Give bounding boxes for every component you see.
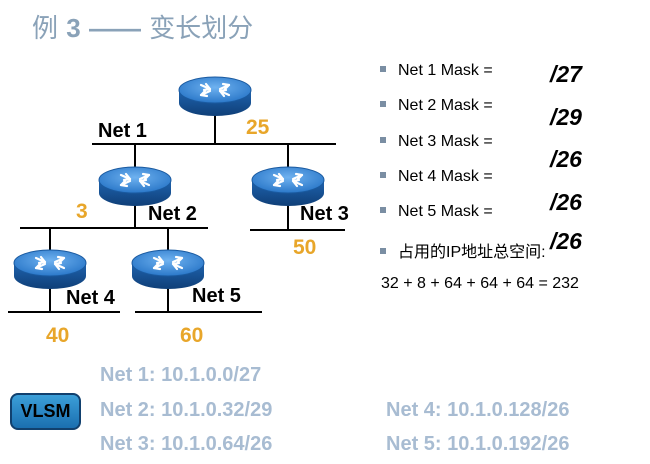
mask-label: Net 5 Mask = xyxy=(398,203,493,220)
assignment-address: 10.1.0.0/27 xyxy=(161,364,262,386)
mask-item-net5: Net 5 Mask = xyxy=(380,203,493,221)
router-icon xyxy=(250,165,326,208)
bullet-icon xyxy=(380,171,386,178)
mask-value-net2: /29 xyxy=(550,104,582,130)
router-icon xyxy=(130,248,206,291)
assignment-address: 10.1.0.64/26 xyxy=(161,433,273,455)
bullet-icon xyxy=(380,247,386,254)
mask-label: Net 1 Mask = xyxy=(398,62,493,79)
net1-hosts: 25 xyxy=(246,116,270,139)
assignment-net1: Net 1: 10.1.0.0/27 xyxy=(100,364,261,387)
total-space-label: 占用的IP地址总空间: xyxy=(398,244,546,261)
title-prefix: 例 xyxy=(32,14,59,44)
router-icon xyxy=(177,75,253,118)
assignment-net-label: Net 3: xyxy=(100,433,156,455)
mask-label: Net 2 Mask = xyxy=(398,97,493,114)
assignment-address: 10.1.0.192/26 xyxy=(447,433,570,455)
router-icon xyxy=(12,248,88,291)
mask-value-net4: /26 xyxy=(550,189,582,215)
net5-label: Net 5 xyxy=(192,285,241,307)
mask-value-net1: /27 xyxy=(550,61,582,87)
assignment-net-label: Net 4: xyxy=(386,399,442,421)
bullet-icon xyxy=(380,100,386,107)
page-title: 例 3 —— 变长划分 xyxy=(32,8,253,45)
assignment-net2: Net 2: 10.1.0.32/29 xyxy=(100,399,272,422)
router-icon xyxy=(97,165,173,208)
mask-item-net4: Net 4 Mask = xyxy=(380,168,493,186)
mask-label: Net 4 Mask = xyxy=(398,168,493,185)
net4-hosts: 40 xyxy=(46,324,70,347)
assignment-net5: Net 5: 10.1.0.192/26 xyxy=(386,433,569,456)
mask-label: Net 3 Mask = xyxy=(398,133,493,150)
assignment-net3: Net 3: 10.1.0.64/26 xyxy=(100,433,272,456)
total-space-item: 占用的IP地址总空间: xyxy=(380,238,546,262)
net2-label: Net 2 xyxy=(148,203,197,225)
net4-label: Net 4 xyxy=(66,287,115,309)
net2-hosts: 3 xyxy=(76,200,88,223)
bullet-icon xyxy=(380,65,386,72)
assignment-net4: Net 4: 10.1.0.128/26 xyxy=(386,399,569,422)
vlsm-badge: VLSM xyxy=(10,393,81,430)
assignment-net-label: Net 1: xyxy=(100,364,156,386)
assignment-address: 10.1.0.32/29 xyxy=(161,399,273,421)
mask-item-net3: Net 3 Mask = xyxy=(380,133,493,151)
network-diagram xyxy=(8,75,345,313)
net1-label: Net 1 xyxy=(98,120,147,142)
bullet-icon xyxy=(380,136,386,143)
assignment-address: 10.1.0.128/26 xyxy=(447,399,570,421)
assignment-net-label: Net 2: xyxy=(100,399,156,421)
mask-item-net1: Net 1 Mask = xyxy=(380,62,493,80)
assignment-net-label: Net 5: xyxy=(386,433,442,455)
title-dash: —— xyxy=(89,13,142,43)
net5-hosts: 60 xyxy=(180,324,204,347)
total-formula: 32 + 8 + 64 + 64 + 64 = 232 xyxy=(381,275,579,292)
net3-label: Net 3 xyxy=(300,203,349,225)
net3-hosts: 50 xyxy=(293,236,317,259)
title-number: 3 xyxy=(66,13,81,43)
mask-item-net2: Net 2 Mask = xyxy=(380,97,493,115)
title-text: 变长划分 xyxy=(149,14,254,44)
mask-value-net3: /26 xyxy=(550,146,582,172)
mask-value-net5: /26 xyxy=(550,228,582,254)
bullet-icon xyxy=(380,206,386,213)
